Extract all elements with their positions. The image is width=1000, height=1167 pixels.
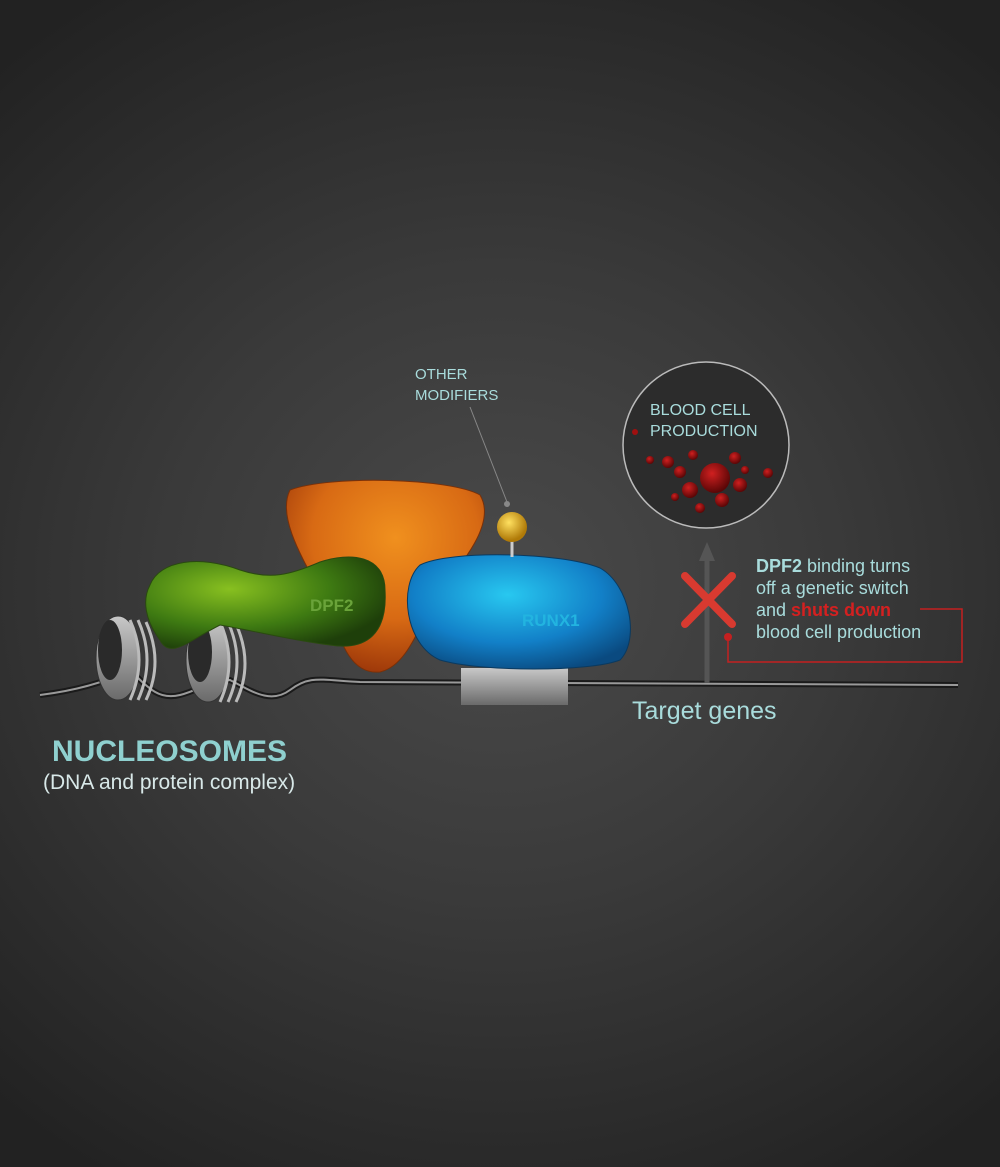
runx1-protein [407,554,631,670]
label-line: MODIFIERS [415,387,499,404]
other-modifiers-label: OTHER MODIFIERS [415,364,498,406]
nucleosomes-subtitle: (DNA and protein complex) [43,771,296,794]
runx1-label: RUNX1 [522,611,580,630]
dpf2-label: DPF2 [310,596,354,615]
annotation-text: and [756,600,792,620]
label-line: PRODUCTION [650,423,758,440]
blood-cell-production-label: BLOOD CELL PRODUCTION [650,400,758,442]
nucleosomes-title: NUCLEOSOMES [52,735,288,768]
annotation-text: blood cell production [756,622,922,642]
annotation-highlight: shuts down [791,600,892,620]
modifier-leader-line [469,406,508,503]
annotation-bold: DPF2 [756,556,803,576]
annotation-text: binding turns [802,556,911,576]
red-connector-line [727,608,963,663]
label-line: BLOOD CELL [650,402,751,419]
dpf2-protein [145,556,386,649]
label-line: OTHER [415,366,468,383]
dpf2-annotation: DPF2 binding turns off a genetic switch … [756,555,921,643]
modifier-ball [497,512,527,542]
target-genes-label: Target genes [632,697,777,725]
annotation-text: off a genetic switch [756,578,909,598]
arrow-head-icon [699,542,715,561]
nucleosome-1 [95,615,157,701]
blocked-x-icon [681,572,736,628]
blood-cell-bubble [622,361,790,529]
binding-site-block [461,668,568,705]
